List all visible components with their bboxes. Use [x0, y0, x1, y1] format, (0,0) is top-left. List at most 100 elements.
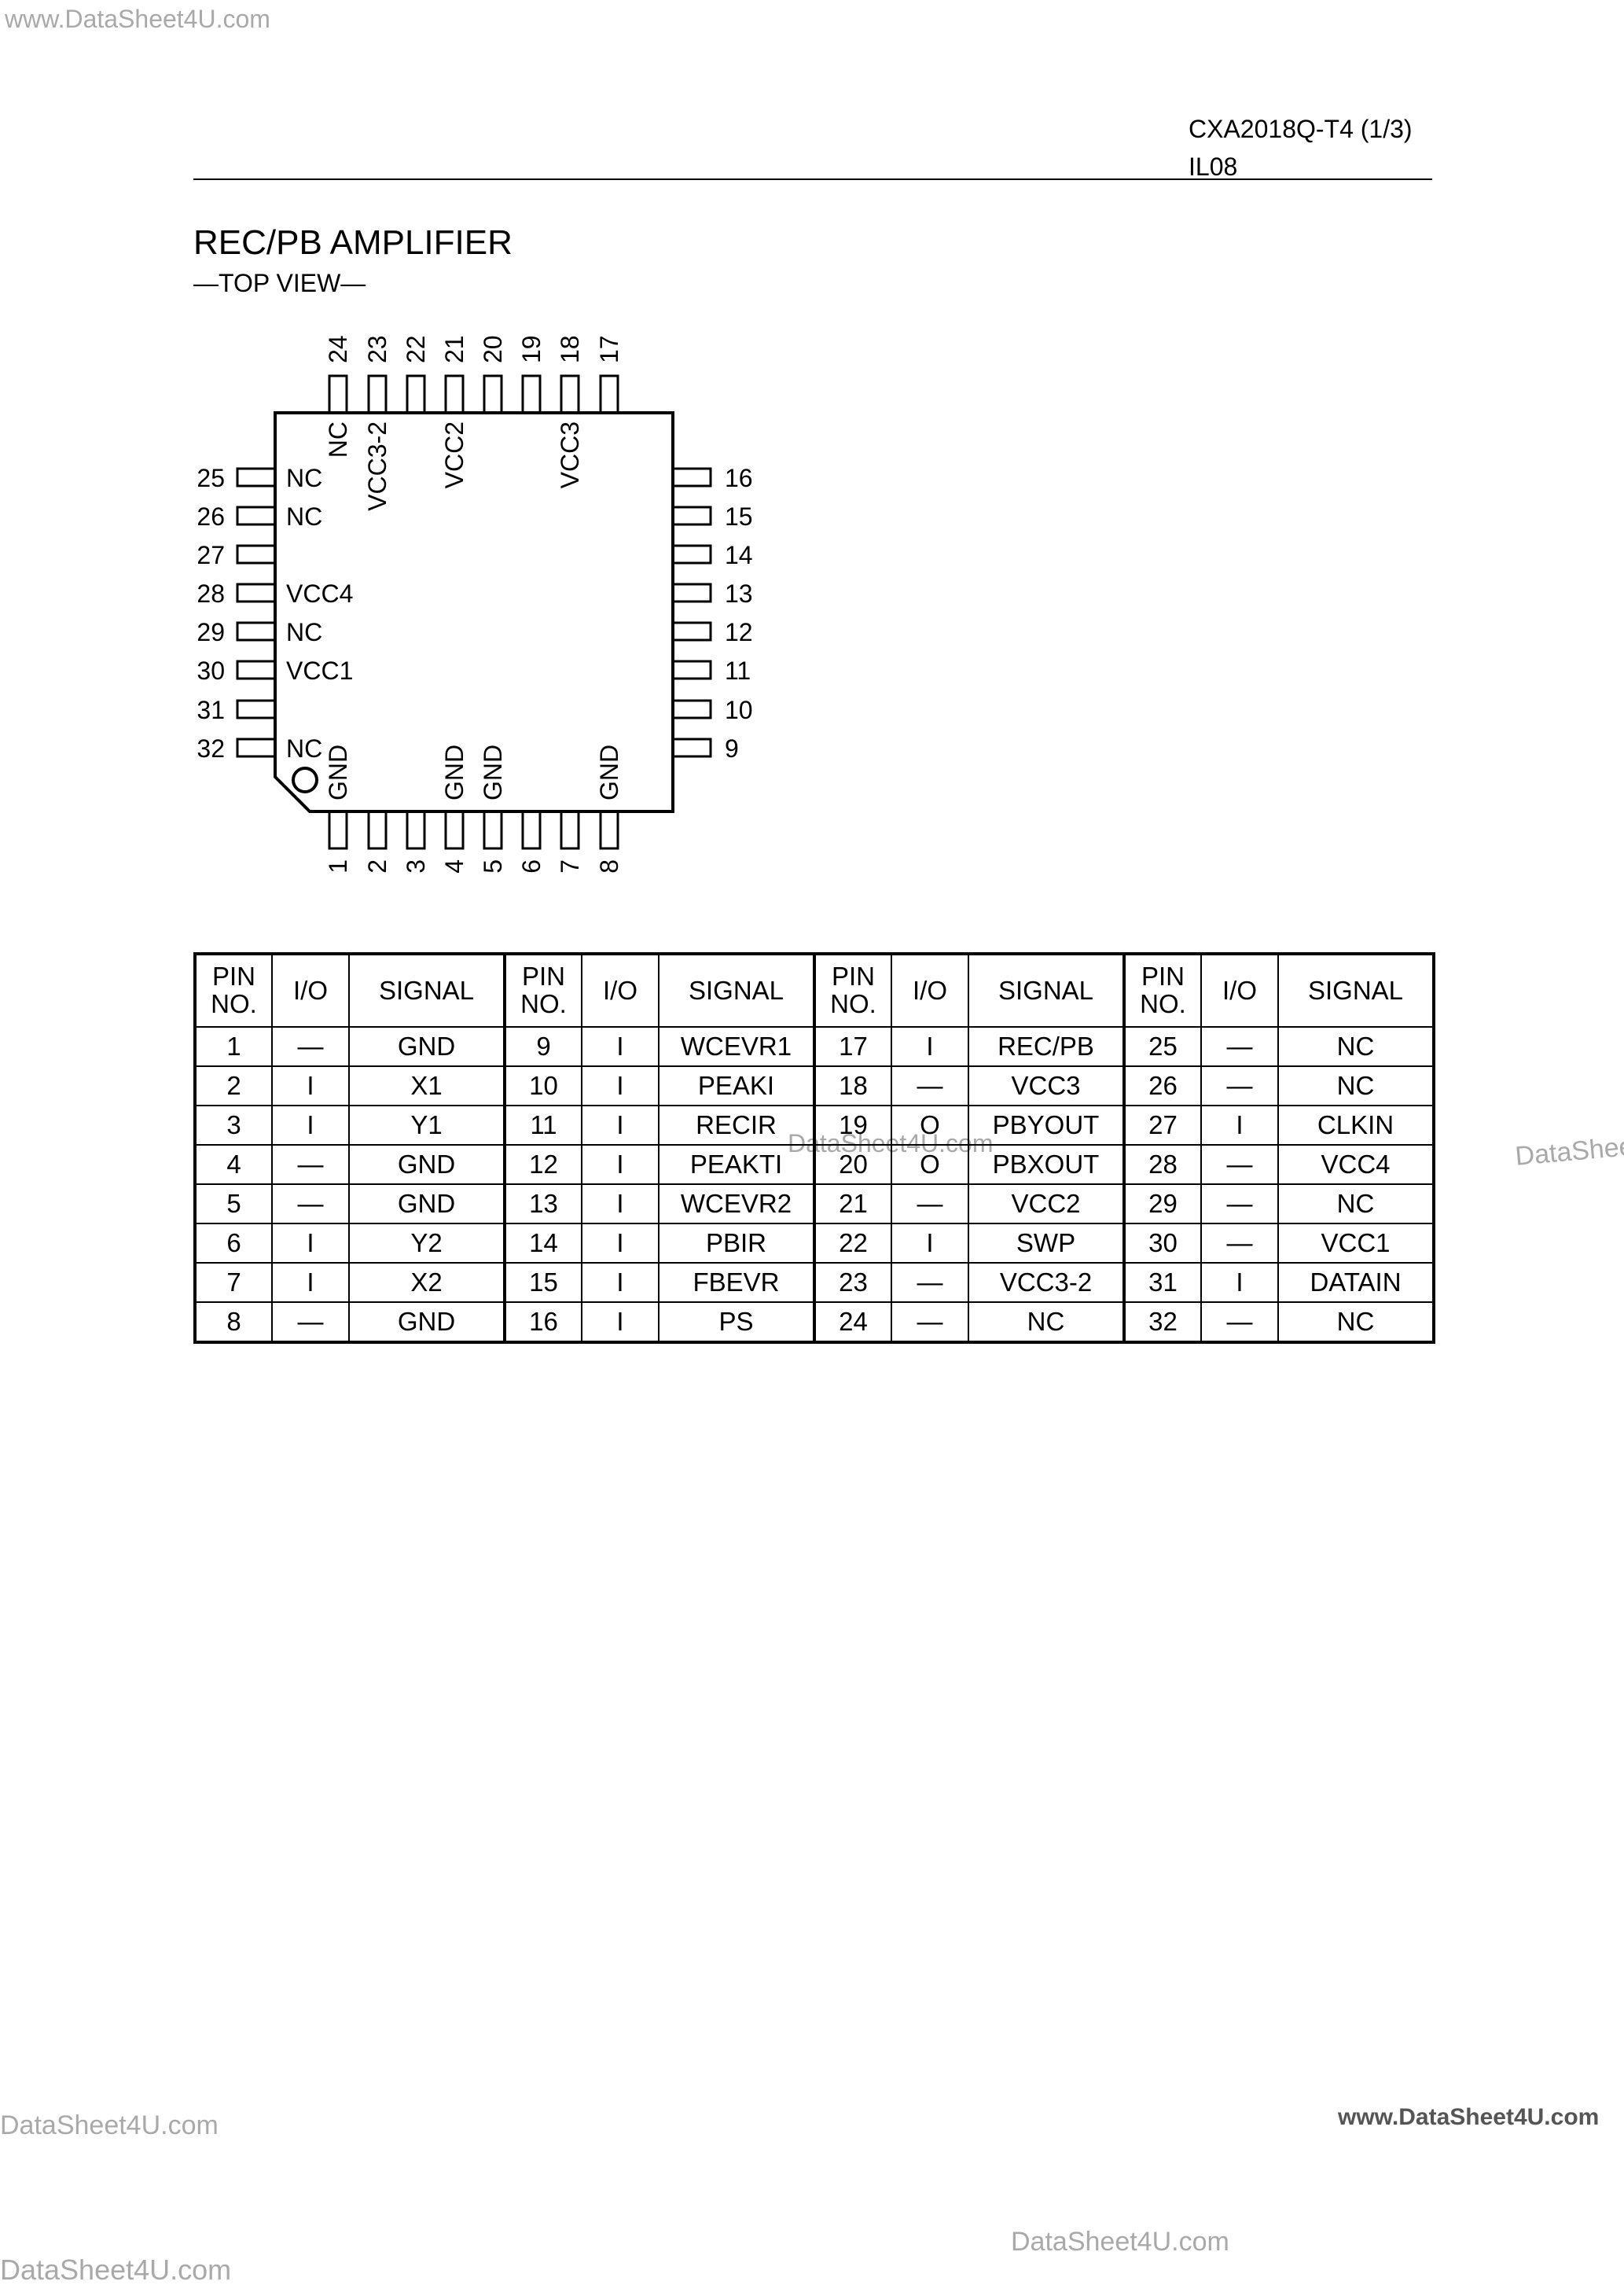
- pin-lead-left: [236, 583, 277, 603]
- pin-number-right: 16: [725, 464, 753, 492]
- table-cell: 27: [1122, 1105, 1202, 1146]
- table-cell: 25: [1122, 1026, 1202, 1067]
- pin-number-bottom: 8: [595, 859, 623, 874]
- table-cell: NC: [968, 1301, 1125, 1343]
- table-cell: I: [581, 1223, 660, 1264]
- signal-label-bottom: GND: [440, 745, 468, 800]
- table-cell: VCC1: [1277, 1223, 1435, 1264]
- table-cell: 4: [194, 1144, 273, 1185]
- table-cell: PBYOUT: [968, 1105, 1125, 1146]
- table-cell: —: [1200, 1065, 1279, 1106]
- table-cell: 29: [1122, 1183, 1202, 1224]
- pin-number-left: 31: [197, 696, 225, 724]
- table-cell: 24: [813, 1301, 892, 1343]
- table-cell: X1: [348, 1065, 505, 1106]
- signal-label-top: NC: [324, 421, 352, 458]
- document-id: IL08: [1189, 153, 1238, 181]
- signal-label-left: NC: [286, 464, 322, 492]
- table-cell: GND: [348, 1026, 505, 1067]
- table-cell: —: [1200, 1223, 1279, 1264]
- pin-number-left: 29: [197, 618, 225, 646]
- table-cell: VCC3-2: [968, 1262, 1125, 1303]
- column-header: I/O: [271, 953, 350, 1028]
- pin-number-bottom: 4: [440, 859, 468, 874]
- pin-lead-bottom: [328, 810, 348, 850]
- pin-lead-top: [328, 374, 348, 414]
- table-cell: —: [271, 1183, 350, 1224]
- table-cell: NC: [1277, 1183, 1435, 1224]
- table-cell: 10: [503, 1065, 582, 1106]
- signal-label-left: NC: [286, 734, 322, 763]
- pin-lead-bottom: [367, 810, 388, 850]
- section-title: REC/PB AMPLIFIER: [193, 223, 513, 262]
- table-cell: —: [271, 1026, 350, 1067]
- pin-number-right: 12: [725, 618, 753, 646]
- table-cell: I: [581, 1026, 660, 1067]
- table-cell: 16: [503, 1301, 582, 1343]
- watermark-bottom-left: DataSheet4U.com: [0, 2110, 219, 2140]
- watermark-top-left: www.DataSheet4U.com: [5, 5, 270, 33]
- table-cell: 28: [1122, 1144, 1202, 1185]
- table-cell: 31: [1122, 1262, 1202, 1303]
- table-cell: DATAIN: [1277, 1262, 1435, 1303]
- table-cell: 3: [194, 1105, 273, 1146]
- pin-lead-bottom: [483, 810, 503, 850]
- pin-number-top: 22: [402, 335, 430, 363]
- pin-number-bottom: 5: [479, 859, 507, 874]
- pin1-marker-icon: [292, 767, 318, 793]
- pin-lead-top: [406, 374, 426, 414]
- table-cell: I: [581, 1105, 660, 1146]
- pin-lead-left: [236, 738, 277, 758]
- pin-lead-top: [444, 374, 465, 414]
- pin-lead-right: [671, 738, 712, 758]
- pin-lead-right: [671, 699, 712, 719]
- table-cell: I: [271, 1065, 350, 1106]
- table-cell: Y2: [348, 1223, 505, 1264]
- pin-number-right: 13: [725, 580, 753, 608]
- pin-number-bottom: 6: [517, 859, 546, 874]
- table-cell: VCC4: [1277, 1144, 1435, 1185]
- table-cell: FBEVR: [658, 1262, 815, 1303]
- table-cell: —: [1200, 1301, 1279, 1343]
- pin-lead-bottom: [444, 810, 465, 850]
- table-cell: 8: [194, 1301, 273, 1343]
- pin-lead-top: [560, 374, 580, 414]
- pin-number-top: 19: [517, 335, 546, 363]
- table-cell: I: [581, 1262, 660, 1303]
- pin-number-left: 27: [197, 541, 225, 569]
- signal-label-left: NC: [286, 618, 322, 646]
- table-cell: NC: [1277, 1065, 1435, 1106]
- signal-label-left: NC: [286, 502, 322, 531]
- pin-number-left: 26: [197, 502, 225, 531]
- table-cell: 30: [1122, 1223, 1202, 1264]
- table-cell: I: [1200, 1262, 1279, 1303]
- signal-label-left: VCC4: [286, 580, 353, 608]
- table-cell: NC: [1277, 1301, 1435, 1343]
- column-header: SIGNAL: [348, 953, 505, 1028]
- pin-lead-left: [236, 544, 277, 565]
- table-cell: PBIR: [658, 1223, 815, 1264]
- table-cell: 12: [503, 1144, 582, 1185]
- pin-number-top: 21: [440, 335, 468, 363]
- table-cell: 26: [1122, 1065, 1202, 1106]
- table-cell: —: [1200, 1183, 1279, 1224]
- table-cell: PEAKI: [658, 1065, 815, 1106]
- table-cell: WCEVR2: [658, 1183, 815, 1224]
- table-cell: GND: [348, 1144, 505, 1185]
- table-cell: PEAKTI: [658, 1144, 815, 1185]
- table-cell: 21: [813, 1183, 892, 1224]
- table-cell: 20: [813, 1144, 892, 1185]
- table-cell: 14: [503, 1223, 582, 1264]
